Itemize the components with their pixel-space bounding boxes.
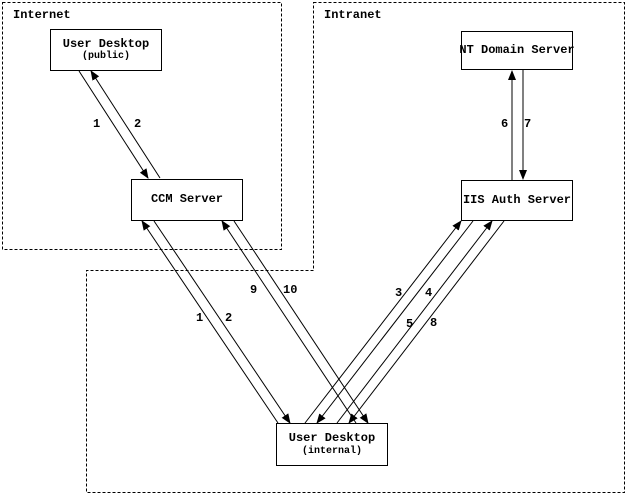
edge-label-8: 8 bbox=[430, 316, 438, 330]
edge-5-line bbox=[336, 220, 493, 424]
intranet-zone-border bbox=[86, 2, 625, 493]
intranet-zone-label: Intranet bbox=[324, 8, 382, 22]
edge-2-internal-line bbox=[153, 220, 291, 424]
node-ccm-server-label: CCM Server bbox=[150, 192, 223, 207]
node-nt-domain-server: NT Domain Server bbox=[459, 31, 575, 70]
edge-1-public-line bbox=[78, 70, 149, 179]
node-iis-auth-server-label: IIS Auth Server bbox=[462, 192, 572, 207]
edge-8-line bbox=[348, 220, 505, 424]
edge-2-public-line bbox=[90, 70, 161, 179]
node-user-desktop-public: User Desktop (public) bbox=[50, 29, 162, 71]
edge-label-4: 4 bbox=[425, 286, 433, 300]
edge-label-9: 9 bbox=[250, 283, 258, 297]
edge-4-line bbox=[316, 220, 474, 424]
edge-label-1-internal: 1 bbox=[196, 311, 204, 325]
edge-3-line bbox=[304, 220, 462, 424]
internet-zone-border bbox=[2, 2, 282, 250]
edge-9-line bbox=[221, 220, 357, 424]
edge-label-5: 5 bbox=[406, 317, 414, 331]
internet-zone-label: Internet bbox=[13, 8, 71, 22]
node-user-desktop-public-label: User Desktop bbox=[62, 36, 150, 51]
edge-label-1-public: 1 bbox=[93, 117, 101, 131]
edge-label-2-internal: 2 bbox=[225, 311, 233, 325]
edge-1-internal-line bbox=[141, 220, 279, 424]
node-user-desktop-internal: User Desktop (internal) bbox=[276, 423, 388, 466]
node-nt-domain-server-label: NT Domain Server bbox=[459, 42, 575, 57]
node-user-desktop-public-sublabel: (public) bbox=[81, 51, 130, 63]
edge-label-7: 7 bbox=[524, 117, 532, 131]
node-ccm-server: CCM Server bbox=[131, 179, 243, 221]
node-user-desktop-internal-label: User Desktop bbox=[288, 431, 376, 446]
edge-label-10: 10 bbox=[283, 283, 298, 297]
edge-10-line bbox=[233, 220, 369, 424]
edge-label-2-public: 2 bbox=[134, 117, 142, 131]
edge-label-3: 3 bbox=[395, 286, 403, 300]
node-user-desktop-internal-sublabel: (internal) bbox=[301, 445, 362, 457]
node-iis-auth-server: IIS Auth Server bbox=[461, 180, 573, 221]
edge-label-6: 6 bbox=[501, 117, 509, 131]
